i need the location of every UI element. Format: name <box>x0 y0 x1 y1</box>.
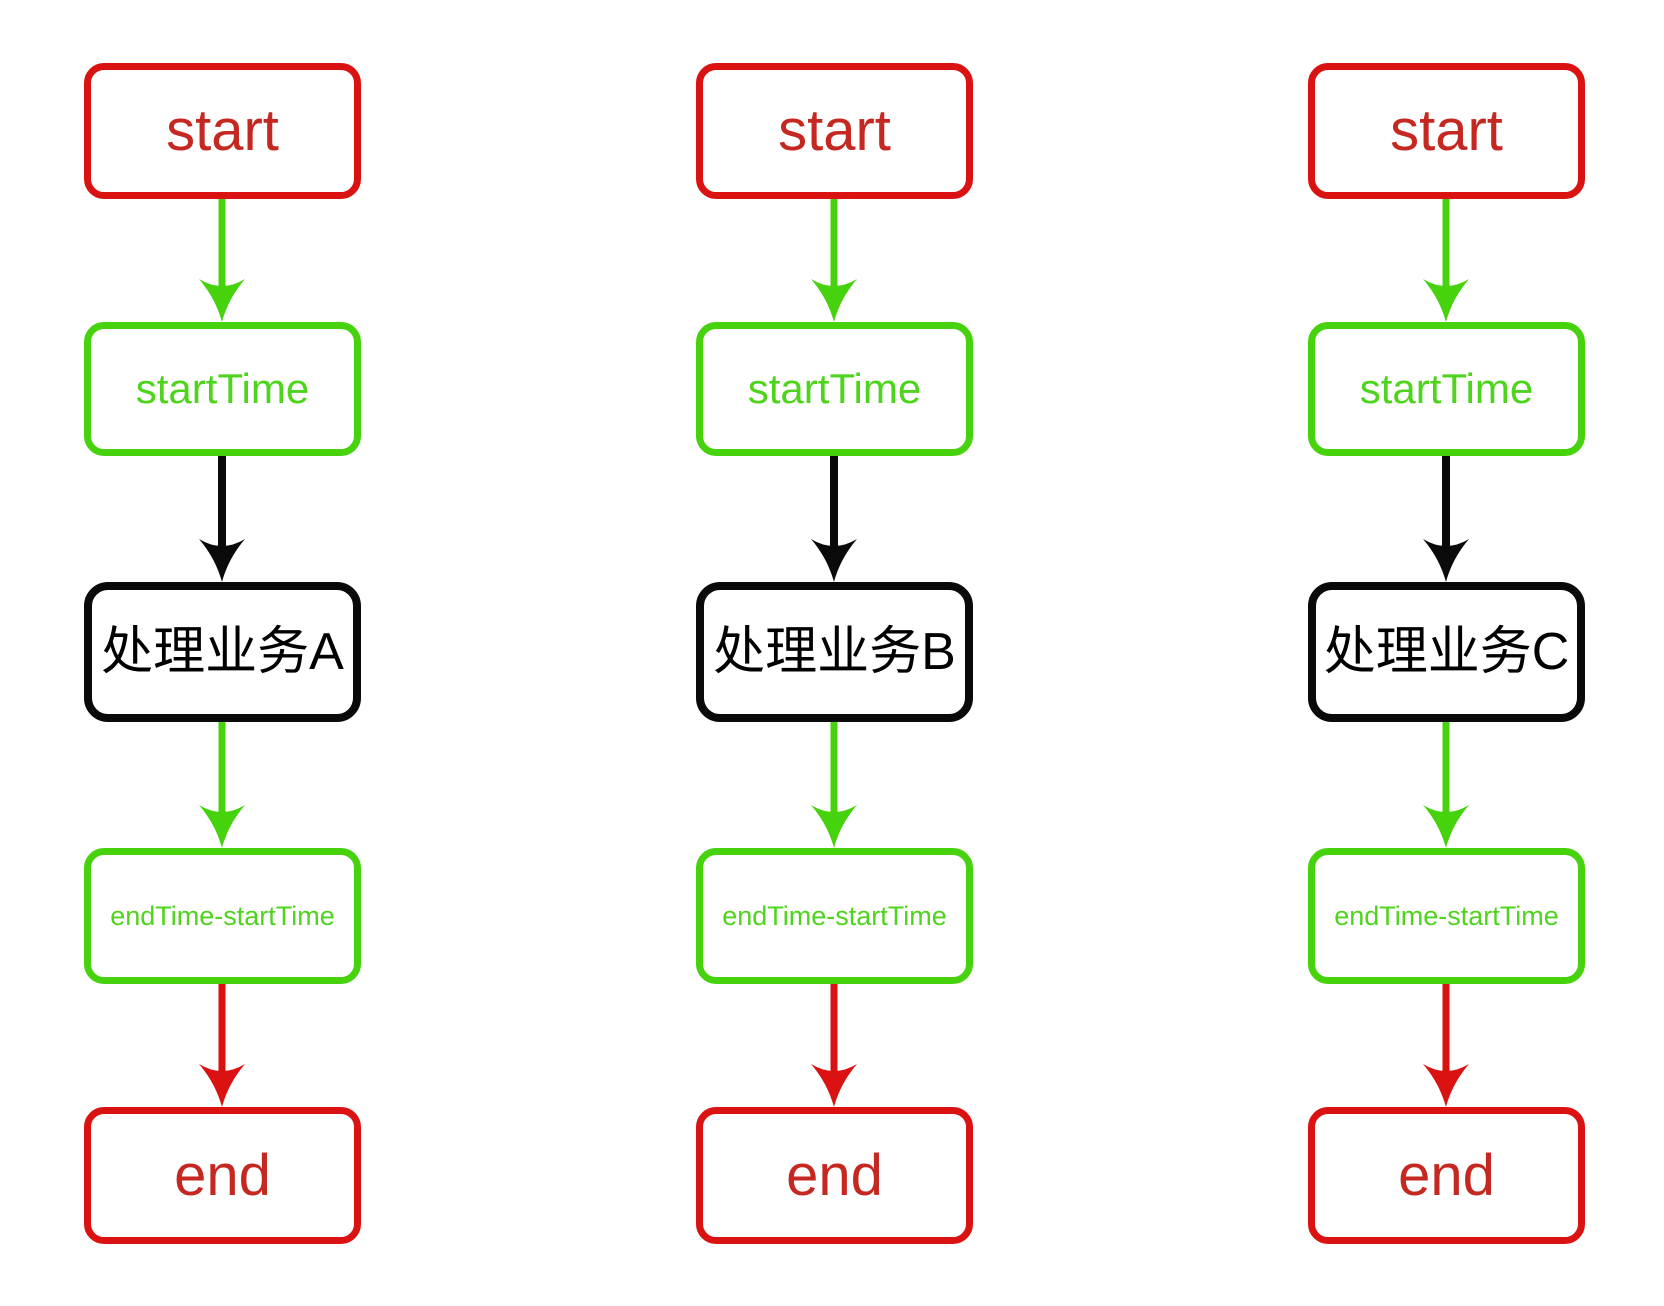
node-duration-c: endTime-startTime <box>1308 848 1585 984</box>
node-label: endTime-startTime <box>722 900 947 931</box>
arrow-duration-to-end-a <box>199 984 245 1107</box>
arrow-duration-to-end-c <box>1423 984 1469 1107</box>
arrow-start-to-starttime-a <box>199 199 245 322</box>
arrow-start-to-starttime-b <box>811 199 857 322</box>
flow-column-b: start startTime 处理业务B endTime-startTime <box>696 0 973 1306</box>
node-start-a: start <box>84 63 361 199</box>
node-label: startTime <box>747 365 922 412</box>
node-label: 处理业务A <box>101 623 344 681</box>
flow-column-a: start startTime 处理业务A endTime-startTime <box>84 0 361 1306</box>
node-label: 处理业务C <box>1323 623 1570 681</box>
node-starttime-c: startTime <box>1308 322 1585 456</box>
arrow-duration-to-end-b <box>811 984 857 1107</box>
arrow-starttime-to-process-a <box>199 456 245 582</box>
node-label: startTime <box>135 365 310 412</box>
node-process-b: 处理业务B <box>696 582 973 722</box>
node-end-b: end <box>696 1107 973 1244</box>
arrow-process-to-duration-b <box>811 722 857 848</box>
node-end-a: end <box>84 1107 361 1244</box>
arrow-starttime-to-process-b <box>811 456 857 582</box>
node-end-c: end <box>1308 1107 1585 1244</box>
node-duration-b: endTime-startTime <box>696 848 973 984</box>
node-process-a: 处理业务A <box>84 582 361 722</box>
flow-column-c: start startTime 处理业务C endTime-startTime <box>1308 0 1585 1306</box>
node-label: end <box>786 1142 883 1208</box>
node-label: end <box>174 1142 271 1208</box>
node-process-c: 处理业务C <box>1308 582 1585 722</box>
node-start-b: start <box>696 63 973 199</box>
arrow-process-to-duration-a <box>199 722 245 848</box>
node-label: start <box>1390 98 1503 163</box>
node-label: endTime-startTime <box>110 900 335 931</box>
node-starttime-b: startTime <box>696 322 973 456</box>
node-duration-a: endTime-startTime <box>84 848 361 984</box>
node-starttime-a: startTime <box>84 322 361 456</box>
arrow-start-to-starttime-c <box>1423 199 1469 322</box>
arrow-process-to-duration-c <box>1423 722 1469 848</box>
node-label: 处理业务B <box>713 623 956 681</box>
node-label: endTime-startTime <box>1334 900 1559 931</box>
node-start-c: start <box>1308 63 1585 199</box>
node-label: start <box>778 98 891 163</box>
node-label: startTime <box>1359 365 1534 412</box>
node-label: start <box>166 98 279 163</box>
node-label: end <box>1398 1142 1495 1208</box>
arrow-starttime-to-process-c <box>1423 456 1469 582</box>
